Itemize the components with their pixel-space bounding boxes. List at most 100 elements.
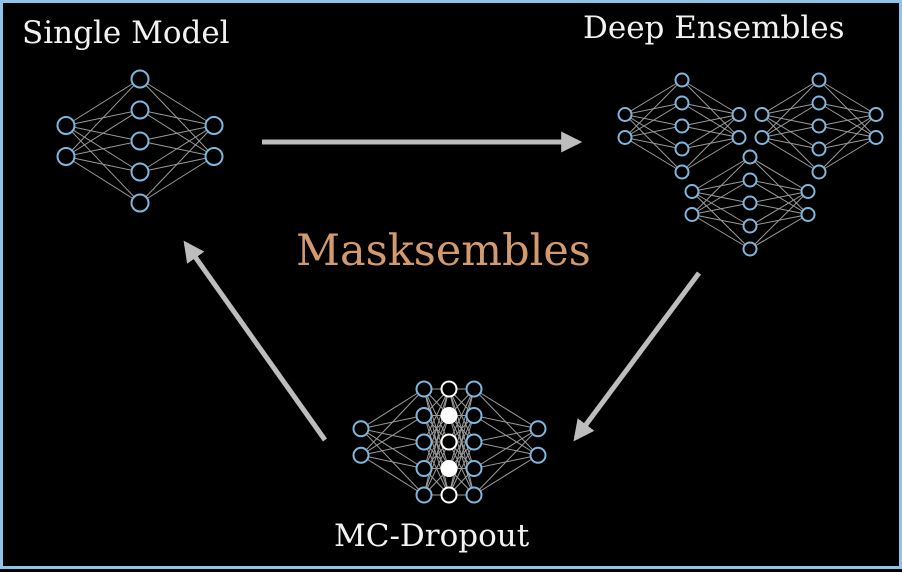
network-edge: [761, 79, 820, 115]
network-node: [204, 116, 224, 135]
ensemble-network-2-edges: [761, 79, 877, 173]
network-edge: [691, 179, 751, 215]
network-edge: [818, 102, 877, 115]
network-edge: [624, 137, 683, 150]
network-edge: [360, 415, 425, 456]
network-node: [130, 193, 150, 213]
network-edge: [681, 114, 740, 150]
ensemble-network-3-edges: [691, 156, 809, 250]
ensemble-network-1-edges: [624, 79, 740, 173]
network-edge: [448, 415, 475, 496]
network-edge: [473, 454, 539, 496]
network-node: [529, 420, 547, 438]
ensemble-network-3-nodes: [684, 149, 816, 257]
network-edge: [624, 125, 683, 138]
ensemble-network-3: [684, 149, 816, 257]
network-edge: [818, 137, 877, 173]
network-node: [674, 95, 690, 111]
network-edge: [624, 102, 683, 138]
network-node: [742, 149, 758, 165]
network-edge: [360, 388, 425, 430]
dropout-node: [440, 433, 458, 451]
ensemble-network-1: [617, 72, 747, 180]
network-edge: [818, 114, 877, 173]
network-edge: [691, 214, 751, 250]
network-edge: [818, 114, 877, 150]
network-edge: [423, 388, 450, 496]
network-edge: [448, 388, 475, 443]
network-node: [465, 380, 483, 398]
network-edge: [681, 102, 740, 115]
network-node: [465, 407, 483, 424]
network-edge: [624, 79, 683, 138]
single-model-network: [56, 69, 224, 213]
network-node: [800, 207, 816, 222]
network-node: [742, 241, 758, 257]
network-node: [415, 380, 433, 398]
network-edge: [681, 114, 740, 127]
network-node: [811, 164, 827, 180]
network-node: [731, 107, 747, 122]
network-edge: [448, 388, 475, 496]
arrow-mc-to-single: [183, 240, 328, 442]
network-edge: [681, 114, 740, 173]
network-edge: [448, 441, 475, 496]
network-edge: [761, 137, 820, 173]
network-node: [811, 118, 827, 134]
network-edge: [681, 79, 740, 115]
network-node: [352, 420, 370, 438]
single-model-label: Single Model: [22, 15, 230, 51]
network-edge: [691, 156, 751, 192]
network-node: [415, 407, 433, 424]
network-edge: [681, 137, 740, 173]
network-node: [465, 433, 483, 451]
network-edge: [65, 109, 141, 157]
deep-ensembles-label: Deep Ensembles: [583, 10, 845, 46]
network-edge: [65, 156, 141, 173]
network-edge: [749, 179, 809, 192]
network-edge: [139, 78, 215, 126]
network-edge: [761, 137, 820, 150]
network-edge: [749, 214, 809, 250]
network-edge: [360, 454, 425, 496]
network-node: [529, 446, 547, 464]
mc-dropout-network-nodes: [352, 380, 547, 504]
masksembles-title: Masksembles: [296, 226, 591, 276]
network-edge: [761, 79, 820, 138]
network-node: [204, 147, 224, 166]
network-node: [742, 172, 758, 188]
ensemble-network-1-nodes: [617, 72, 747, 180]
network-edge: [139, 125, 215, 173]
network-edge: [749, 191, 809, 227]
network-edge: [65, 78, 141, 126]
network-node: [754, 107, 770, 122]
network-edge: [423, 415, 450, 496]
network-edge: [818, 79, 877, 115]
network-node: [868, 107, 884, 122]
network-node: [415, 460, 433, 477]
network-node: [130, 100, 150, 120]
network-node: [731, 130, 747, 145]
network-edge: [761, 102, 820, 138]
single-model-network-nodes: [56, 69, 224, 213]
mc-dropout-network: [352, 380, 547, 504]
mc-dropout-label: MC-Dropout: [334, 518, 530, 554]
network-edge: [818, 114, 877, 127]
network-edge: [691, 202, 751, 215]
network-node: [465, 460, 483, 477]
network-node: [130, 162, 150, 182]
network-node: [415, 486, 433, 504]
network-edge: [473, 428, 539, 496]
network-edge: [749, 191, 809, 204]
network-node: [684, 207, 700, 222]
network-edge: [65, 156, 141, 204]
network-node: [617, 107, 633, 122]
network-node: [811, 95, 827, 111]
network-node: [617, 130, 633, 145]
network-node: [130, 131, 150, 151]
network-edge: [360, 388, 425, 456]
network-node: [674, 141, 690, 157]
network-node: [674, 118, 690, 134]
network-node: [811, 72, 827, 88]
